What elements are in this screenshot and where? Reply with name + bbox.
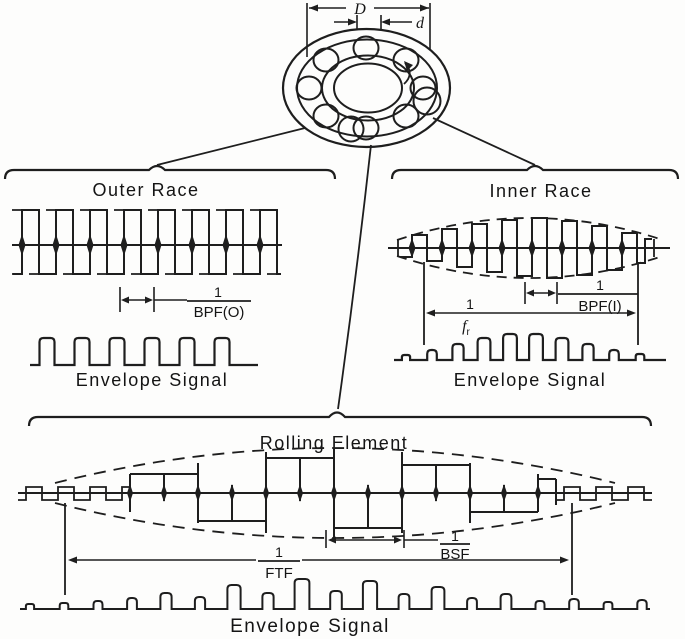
bpfo-denominator: BPF(O) (194, 304, 245, 321)
rolling-element-tail-wave (556, 486, 652, 501)
shaft-frequency-dimension: 1 fr (423, 262, 639, 345)
ball (352, 35, 380, 61)
pointer-to-outer-race (156, 127, 306, 166)
rolling-element-lead-wave (18, 486, 130, 501)
ftf-dimension: 1 FTF (64, 503, 573, 595)
outer-race-envelope-label: Envelope Signal (76, 370, 229, 390)
arrow-left-icon (121, 296, 129, 304)
pointer-to-rolling-element (337, 144, 372, 410)
arrow-right-icon (394, 536, 402, 544)
arrow-left-icon (526, 289, 534, 297)
arrow-left-icon (309, 4, 318, 12)
bpfi-dimension: 1 BPF(I) (524, 277, 638, 315)
arrow-right-icon (420, 4, 429, 12)
ball (312, 47, 340, 73)
bpfo-numerator: 1 (214, 284, 222, 300)
rolling-element-envelope-path (20, 578, 650, 610)
fr-denominator: fr (462, 318, 470, 338)
inner-race-title: Inner Race (489, 181, 592, 201)
highlight-circle-inner-contact (412, 86, 442, 116)
dimension-lines (334, 15, 412, 29)
ftf-numerator: 1 (275, 544, 283, 560)
bearing-bore (333, 62, 403, 114)
inner-race-panel: Inner Race 1 BPF(I) 1 fr Envelope Signal (388, 164, 680, 390)
pitch-diameter-label: D (353, 1, 366, 18)
outer-race-envelope-path (30, 336, 258, 367)
inner-race-brace (390, 164, 680, 180)
inner-race-envelope-label: Envelope Signal (454, 370, 607, 390)
arrow-left-icon (328, 536, 336, 544)
rolling-element-panel: Rolling Element 1 BSF 1 FTF Envelop (18, 411, 653, 637)
arrow-right-icon (145, 296, 153, 304)
fr-numerator: 1 (466, 296, 474, 312)
rolling-element-brace (27, 411, 653, 427)
ball-diameter-label: d (416, 15, 425, 32)
inner-race-envelope-path (394, 332, 666, 362)
arrow-left-icon (426, 309, 435, 317)
pitch-diameter-dimension: D (306, 1, 431, 57)
bpfo-dimension-lines (119, 287, 187, 312)
pointer-lines (156, 117, 536, 410)
arrow-right-icon (548, 289, 556, 297)
arrow-left-icon (381, 18, 390, 26)
inner-race-bottom-envelope-dashed (396, 255, 664, 279)
dimension-extension-lines (306, 3, 431, 57)
bpfo-dimension: 1 BPF(O) (119, 284, 251, 321)
rolling-element-impact-blobs (127, 484, 541, 502)
bearing-schematic: D d (281, 1, 452, 149)
bearing-balls (295, 35, 442, 143)
ball (409, 75, 437, 101)
rotation-arrow-head-icon (404, 61, 413, 71)
bpfi-numerator: 1 (596, 277, 604, 293)
inner-race-wave-end-marks (392, 239, 662, 257)
ftf-denominator: FTF (265, 565, 293, 582)
bsf-numerator: 1 (451, 528, 459, 544)
fr-subscript: r (467, 327, 471, 338)
bpfi-dimension-lines (524, 282, 558, 304)
outer-race-brace (3, 164, 337, 180)
bsf-dimension: 1 BSF (325, 528, 470, 563)
outer-race-panel: Outer Race 1 BPF(O) Envelope Signal (3, 164, 337, 390)
arrow-left-icon (68, 556, 77, 564)
outer-race-title: Outer Race (92, 180, 199, 200)
fr-symbol: f (462, 318, 469, 335)
arrow-right-icon (348, 18, 357, 26)
rolling-element-envelope-label: Envelope Signal (230, 616, 390, 637)
bpfi-denominator: BPF(I) (578, 298, 621, 315)
ball (392, 47, 420, 73)
ball (392, 103, 420, 129)
bearing-inner-raceway (321, 54, 415, 122)
ball (312, 103, 340, 129)
ftf-boundary-lines (64, 503, 573, 595)
fr-boundary-lines (423, 262, 639, 345)
ball (295, 75, 323, 101)
highlight-circle-rolling-element (337, 115, 365, 143)
bsf-dimension-lines (325, 530, 438, 548)
ball (352, 115, 380, 141)
outer-race-wave-path (13, 209, 281, 275)
bsf-denominator: BSF (440, 546, 469, 563)
bearing-outer-ring (281, 27, 452, 149)
pointer-to-inner-race (432, 117, 536, 166)
ball-diameter-dimension: d (334, 15, 425, 32)
inner-race-top-envelope-dashed (396, 217, 664, 241)
arrow-right-icon (560, 556, 569, 564)
arrow-right-icon (627, 309, 636, 317)
